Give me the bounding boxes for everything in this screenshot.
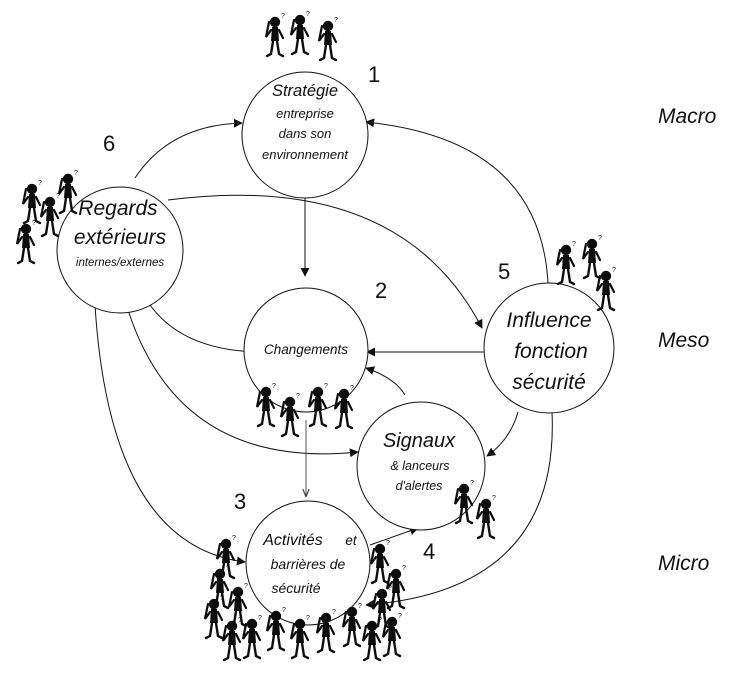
number-changements: 2 bbox=[375, 278, 387, 303]
edge-influence-activites bbox=[365, 411, 553, 609]
signaux-line3: d'alertes bbox=[396, 479, 443, 493]
people-strategie-icon bbox=[264, 9, 340, 62]
strategie-line3: dans son bbox=[279, 126, 332, 141]
node-activites: Activités et barrières de sécurité bbox=[245, 500, 371, 626]
node-influence: Influence fonction sécurité bbox=[483, 282, 615, 414]
edge-regards-strategie bbox=[134, 118, 243, 179]
signaux-line2: & lanceurs bbox=[390, 459, 449, 473]
connectors bbox=[94, 118, 553, 609]
changements-title: Changements bbox=[264, 342, 348, 357]
number-signaux: 4 bbox=[423, 539, 435, 564]
number-activites: 3 bbox=[234, 489, 246, 514]
regards-line2: extérieurs bbox=[74, 226, 167, 249]
edge-signaux-changements bbox=[365, 366, 406, 396]
level-micro: Micro bbox=[658, 552, 710, 575]
edge-influence-strategie bbox=[365, 118, 549, 284]
influence-line3: sécurité bbox=[512, 371, 586, 394]
signaux-title: Signaux bbox=[383, 430, 456, 452]
level-meso: Meso bbox=[658, 329, 710, 352]
number-regards: 6 bbox=[103, 131, 115, 156]
edge-regards-signaux bbox=[127, 309, 359, 458]
edge-regards-activites bbox=[94, 304, 246, 566]
regards-line3: internes/externes bbox=[76, 257, 164, 269]
regards-line1: Regards bbox=[78, 197, 158, 220]
activites-line1b: et bbox=[345, 533, 358, 548]
edge-regards-influence bbox=[167, 194, 483, 329]
node-changements: Changements bbox=[243, 287, 369, 413]
strategie-line4: environnement bbox=[262, 147, 349, 162]
edge-activites-signaux bbox=[369, 526, 419, 546]
strategie-line2: entreprise bbox=[276, 106, 334, 121]
activites-line2: barrières de bbox=[271, 556, 346, 572]
activites-line3: sécurité bbox=[271, 580, 320, 596]
node-signaux: Signaux & lanceurs d'alertes bbox=[356, 401, 486, 531]
strategie-title: Stratégie bbox=[272, 82, 338, 100]
number-strategie: 1 bbox=[368, 62, 380, 87]
influence-line1: Influence bbox=[506, 309, 591, 332]
edge-influence-signaux bbox=[486, 411, 519, 457]
activites-line1a: Activités bbox=[262, 532, 323, 549]
node-regards: Regards extérieurs internes/externes bbox=[56, 186, 184, 314]
edge-regards-changements bbox=[147, 301, 259, 357]
node-strategie: Stratégie entreprise dans son environnem… bbox=[241, 71, 369, 199]
influence-line2: fonction bbox=[514, 340, 588, 363]
level-macro: Macro bbox=[658, 105, 717, 128]
number-influence: 5 bbox=[498, 259, 510, 284]
